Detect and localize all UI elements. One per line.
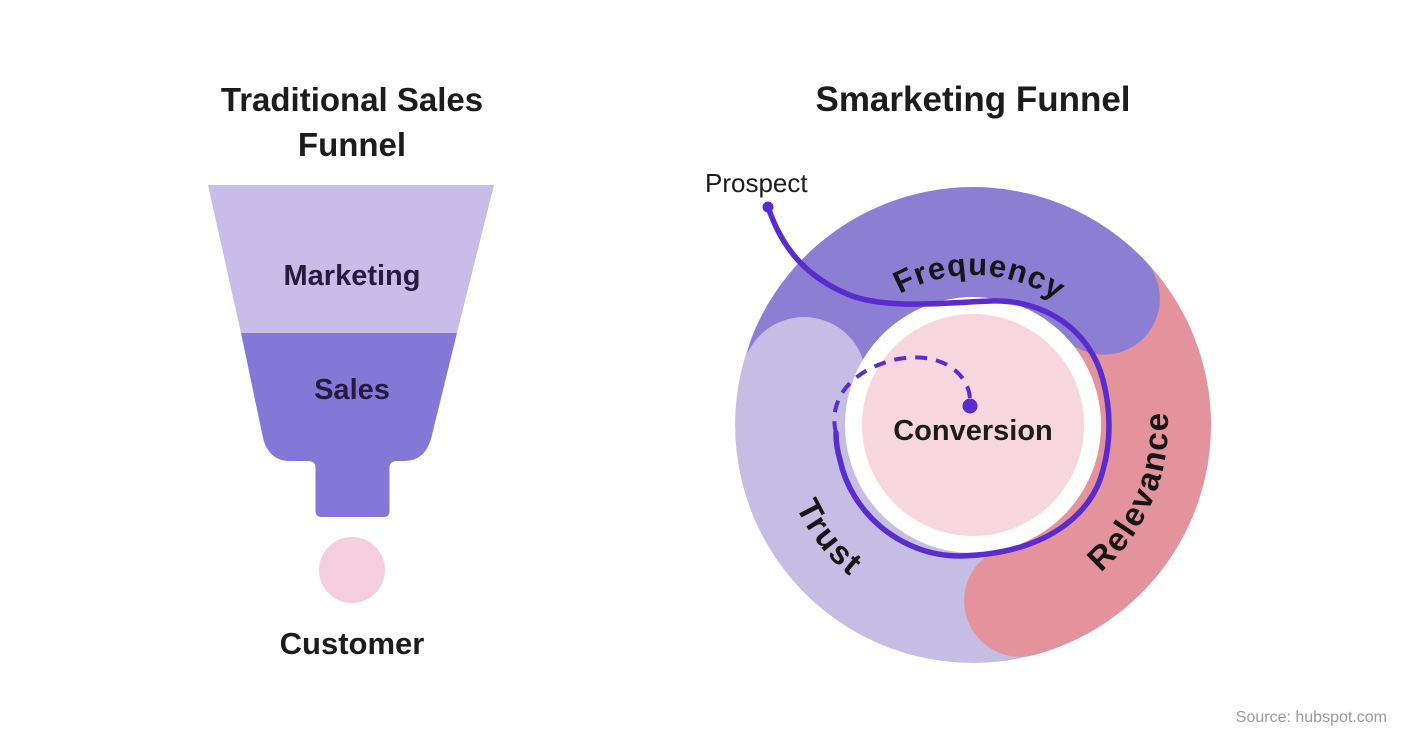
conversion-circle	[862, 314, 1084, 536]
left-title-line1: Traditional Sales	[221, 81, 483, 118]
journey-line-dashed	[832, 355, 972, 434]
prospect-label: Prospect	[705, 168, 808, 198]
marketing-label: Marketing	[284, 260, 421, 292]
prospect-dot	[762, 201, 774, 213]
funnel-sales-segment	[241, 333, 457, 517]
funnel-marketing-segment	[208, 185, 494, 333]
customer-circle	[319, 537, 385, 603]
right-title: Smarketing Funnel	[815, 80, 1130, 119]
source-attribution: Source: hubspot.com	[1236, 709, 1387, 726]
customer-label: Customer	[280, 626, 425, 661]
ring-frequency-arc	[747, 187, 1160, 416]
left-title-line2: Funnel	[298, 126, 406, 163]
sales-label: Sales	[314, 374, 390, 406]
conversion-dot	[962, 398, 978, 414]
journey-line-solid	[765, 204, 1112, 559]
conversion-label: Conversion	[893, 415, 1053, 447]
